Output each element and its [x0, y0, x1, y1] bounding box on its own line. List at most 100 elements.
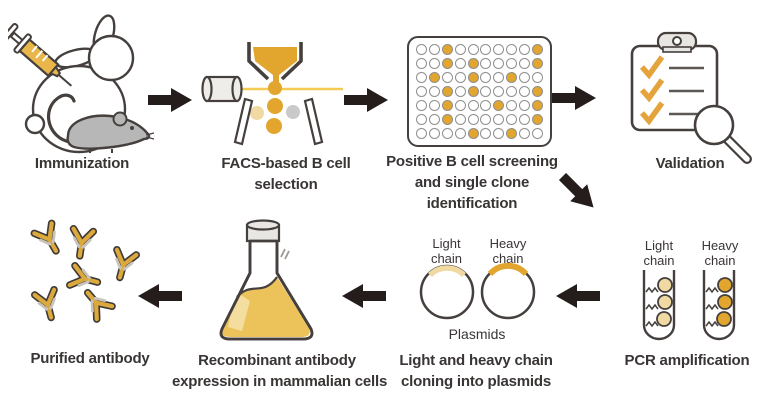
caption-validation: Validation	[620, 153, 760, 174]
antibody-icon	[34, 223, 64, 256]
plate-well	[519, 113, 531, 125]
plate-well	[532, 99, 544, 111]
plate-well	[532, 58, 544, 70]
caption-expression: Recombinant antibody expression in mamma…	[172, 350, 388, 392]
caption-line: expression in mammalian cells	[172, 373, 388, 390]
plate-well	[506, 58, 518, 70]
plate-well	[428, 113, 440, 125]
plate-well	[467, 72, 479, 84]
cell-droplets	[250, 81, 300, 134]
plate-well	[441, 127, 453, 139]
caption-purified: Purified antibody	[8, 348, 172, 369]
plate-well	[428, 58, 440, 70]
flow-arrow-left	[138, 283, 182, 309]
plate-well	[454, 44, 466, 56]
immunization-icon	[8, 14, 155, 154]
caption-line: Recombinant antibody	[198, 352, 356, 369]
label-heavy-chain: Heavy chain	[701, 238, 739, 268]
plate-well	[493, 72, 505, 84]
plate-well	[480, 99, 492, 111]
plate-well	[467, 85, 479, 97]
plate-well	[454, 113, 466, 125]
antibody-icon	[70, 229, 93, 258]
flask-cap	[245, 219, 281, 243]
caption-line: Immunization	[34, 155, 130, 172]
microplate-icon	[407, 36, 552, 147]
plate-well	[415, 127, 427, 139]
plate-well	[493, 127, 505, 139]
plate-well	[506, 99, 518, 111]
caption-line: cloning into plasmids	[401, 373, 551, 390]
plate-well	[519, 127, 531, 139]
funnel-icon	[247, 42, 303, 82]
plate-well	[415, 44, 427, 56]
plate-well	[415, 72, 427, 84]
plate-well	[441, 85, 453, 97]
plate-well	[519, 72, 531, 84]
plate-well	[506, 85, 518, 97]
flow-arrow-right	[344, 87, 388, 113]
plate-well	[454, 72, 466, 84]
test-tube-icon	[702, 270, 736, 341]
plate-well	[519, 44, 531, 56]
dna-squiggle	[645, 286, 659, 328]
caption-line: Validation	[655, 155, 725, 172]
plate-well	[428, 44, 440, 56]
flow-arrow-left	[556, 283, 600, 309]
deflector-plates	[233, 97, 324, 146]
dna-squiggle	[705, 286, 719, 328]
antibody-icon	[35, 290, 61, 320]
plate-well	[441, 99, 453, 111]
plate-well	[415, 58, 427, 70]
plate-well	[506, 44, 518, 56]
plate-well	[467, 44, 479, 56]
label-plasmids: Plasmids	[448, 326, 506, 342]
plate-well	[441, 72, 453, 84]
plate-well	[467, 99, 479, 111]
plate-well	[532, 113, 544, 125]
test-tube-icon	[642, 270, 676, 341]
plate-well	[441, 113, 453, 125]
plate-well	[428, 85, 440, 97]
flow-arrow-left	[342, 283, 386, 309]
light-chain-insert	[428, 265, 466, 278]
plate-well	[467, 127, 479, 139]
plate-well	[454, 127, 466, 139]
antibody-icon	[70, 266, 100, 292]
plate-well	[441, 58, 453, 70]
plate-well	[454, 99, 466, 111]
caption-line: Purified antibody	[30, 350, 150, 367]
plate-well	[480, 44, 492, 56]
flow-arrow-down-right	[553, 167, 602, 216]
heavy-chain-insert	[487, 262, 529, 277]
purified-antibody-icon	[26, 216, 154, 334]
caption-line: identification	[426, 195, 518, 212]
checkmark-icon	[639, 101, 665, 126]
label-heavy-chain: Heavy chain	[489, 236, 527, 266]
plasmid-circle	[419, 264, 475, 320]
caption-immunization: Immunization	[0, 153, 164, 174]
plate-well	[493, 44, 505, 56]
plate-well	[532, 127, 544, 139]
plate-well	[441, 44, 453, 56]
checkmark-icon	[639, 55, 665, 80]
plate-well	[519, 99, 531, 111]
plate-well	[506, 72, 518, 84]
mouse-icon	[47, 93, 155, 153]
plate-well	[519, 85, 531, 97]
plate-well	[493, 99, 505, 111]
plate-well	[415, 85, 427, 97]
plate-well	[480, 127, 492, 139]
antibody-icon	[110, 250, 136, 280]
plate-well	[480, 72, 492, 84]
plate-well	[467, 113, 479, 125]
plate-well	[454, 85, 466, 97]
plate-well	[428, 127, 440, 139]
plate-well	[506, 113, 518, 125]
rabbit-icon	[24, 14, 135, 154]
plate-well	[467, 58, 479, 70]
plate-well	[493, 85, 505, 97]
plate-well	[415, 99, 427, 111]
plate-well	[415, 113, 427, 125]
